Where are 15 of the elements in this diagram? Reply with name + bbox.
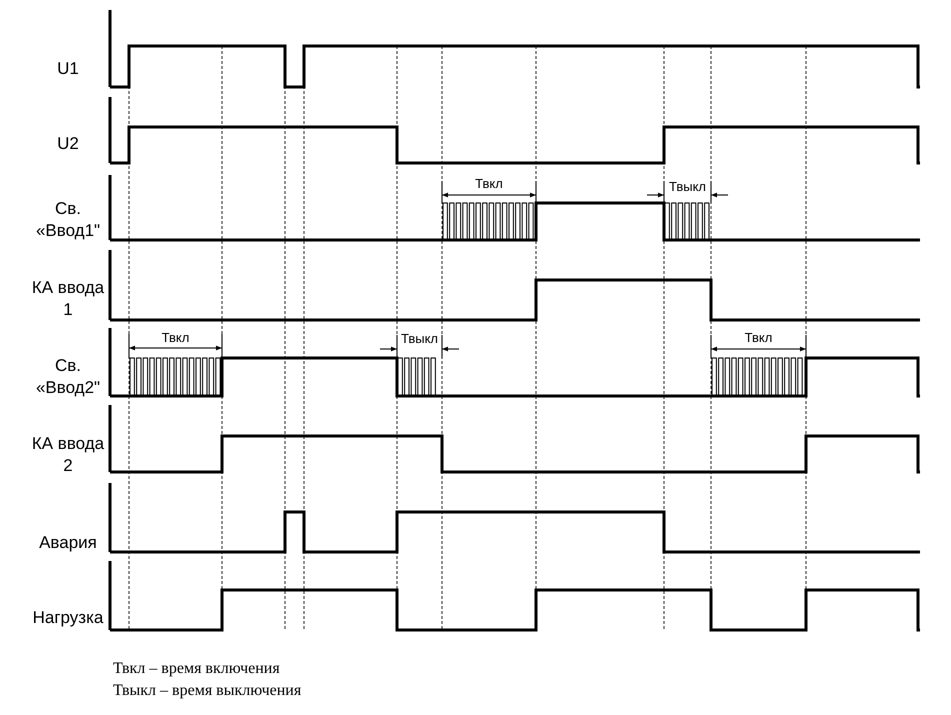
signal-label: КА ввода 1: [30, 277, 106, 321]
signal-label: U1: [56, 58, 80, 80]
signal-label: Св. «Ввод2": [34, 355, 102, 399]
duration-label: Твкл: [744, 330, 774, 345]
footnote: Твыкл – время выключения: [113, 681, 302, 701]
duration-label: Твкл: [160, 330, 190, 345]
duration-label: Твкл: [474, 176, 504, 191]
signal-label: КА ввода 2: [30, 433, 106, 477]
signal-label: Св. «Ввод1": [34, 198, 102, 242]
duration-label: Твыкл: [668, 179, 708, 194]
duration-label: Твыкл: [400, 331, 440, 346]
footnote: Твкл – время включения: [113, 659, 281, 679]
signal-label: U2: [56, 133, 80, 155]
signal-label: Нагрузка: [32, 607, 104, 629]
signal-label: Авария: [38, 532, 98, 554]
